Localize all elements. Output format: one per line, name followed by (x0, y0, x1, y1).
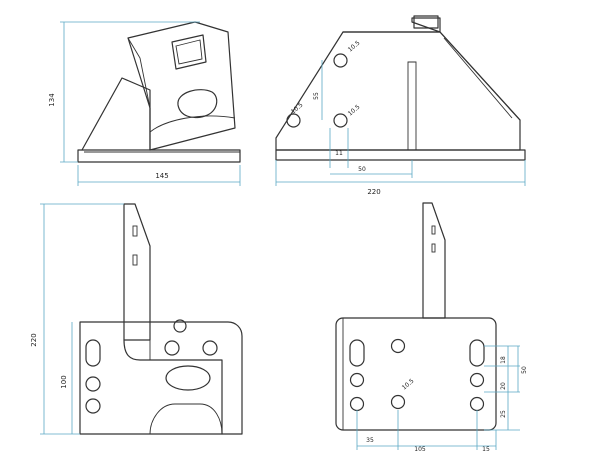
dim-label-100: 100 (60, 375, 68, 388)
slot-bottom (333, 113, 348, 128)
slot-left (286, 113, 301, 128)
dim-label-55: 55 (313, 92, 320, 100)
right-hole-center-bottom (390, 394, 406, 410)
square-hole-inner (175, 39, 203, 65)
right-fin-slot-2 (431, 243, 436, 253)
view-bottom-left: 220 100 (30, 203, 243, 435)
dim-label-50: 50 (358, 166, 366, 173)
dim-label-145: 145 (155, 172, 168, 180)
fin-slot-1 (132, 225, 138, 237)
slot-label-3: 10.5 (290, 101, 305, 115)
dim-label-220-left: 220 (30, 333, 38, 346)
dim-label-105: 105 (414, 446, 426, 453)
hole-5 (173, 319, 187, 333)
upright-plate (127, 21, 236, 151)
right-hole-center-top (390, 338, 406, 354)
right-hole-2 (349, 396, 365, 412)
right-slot-left (349, 339, 365, 367)
gusset-arc (149, 403, 223, 435)
front-plate (79, 321, 243, 435)
rounded-slot (177, 89, 218, 119)
dim-label-18: 18 (500, 356, 507, 364)
slot-top (333, 53, 348, 68)
front-slot (85, 339, 101, 367)
dim-label-15: 15 (482, 446, 490, 453)
right-fin-slot-1 (431, 225, 436, 235)
right-hole-1 (349, 372, 365, 388)
dim-label-35: 35 (366, 437, 374, 444)
upright-edge (127, 37, 151, 150)
top-tab (342, 17, 441, 33)
view-top-left: 134 145 (48, 21, 241, 186)
dim-label-50-r: 50 (521, 366, 528, 374)
top-tab-block (413, 15, 439, 29)
dim-label-20: 20 (500, 382, 507, 390)
right-fin (422, 202, 446, 319)
square-hole (171, 34, 207, 70)
vertical-fin (123, 203, 151, 341)
slope-edge (439, 31, 521, 121)
dim-label-25: 25 (500, 410, 507, 418)
right-hole-4 (469, 396, 485, 412)
inner-flange (123, 339, 223, 435)
bend-line (149, 115, 236, 133)
dim-label-11: 11 (335, 150, 343, 157)
side-plate (275, 31, 521, 151)
dim-label-134: 134 (48, 93, 56, 107)
slope-inner (443, 37, 513, 119)
sloped-web (81, 77, 151, 151)
view-bottom-right: 10.5 18 50 20 25 35 105 15 (335, 202, 528, 453)
right-base-plate (275, 149, 526, 161)
hole-2 (85, 398, 101, 414)
dim-label-220: 220 (367, 188, 380, 196)
hole-1 (85, 376, 101, 392)
slot-label-2: 10.5 (347, 103, 362, 117)
base-plate (77, 149, 241, 163)
slot-label-1: 10.5 (347, 39, 362, 53)
right-hole-3 (469, 372, 485, 388)
view-top-right: 10.5 10.5 10.5 55 11 50 220 (275, 15, 526, 196)
right-hole-label: 10.5 (401, 377, 416, 391)
hole-4 (202, 340, 218, 356)
oval-opening (165, 365, 211, 391)
center-rib (407, 61, 417, 150)
right-slot-right (469, 339, 485, 367)
right-plate (335, 317, 497, 431)
hole-3 (164, 340, 180, 356)
fin-slot-2 (132, 254, 138, 266)
